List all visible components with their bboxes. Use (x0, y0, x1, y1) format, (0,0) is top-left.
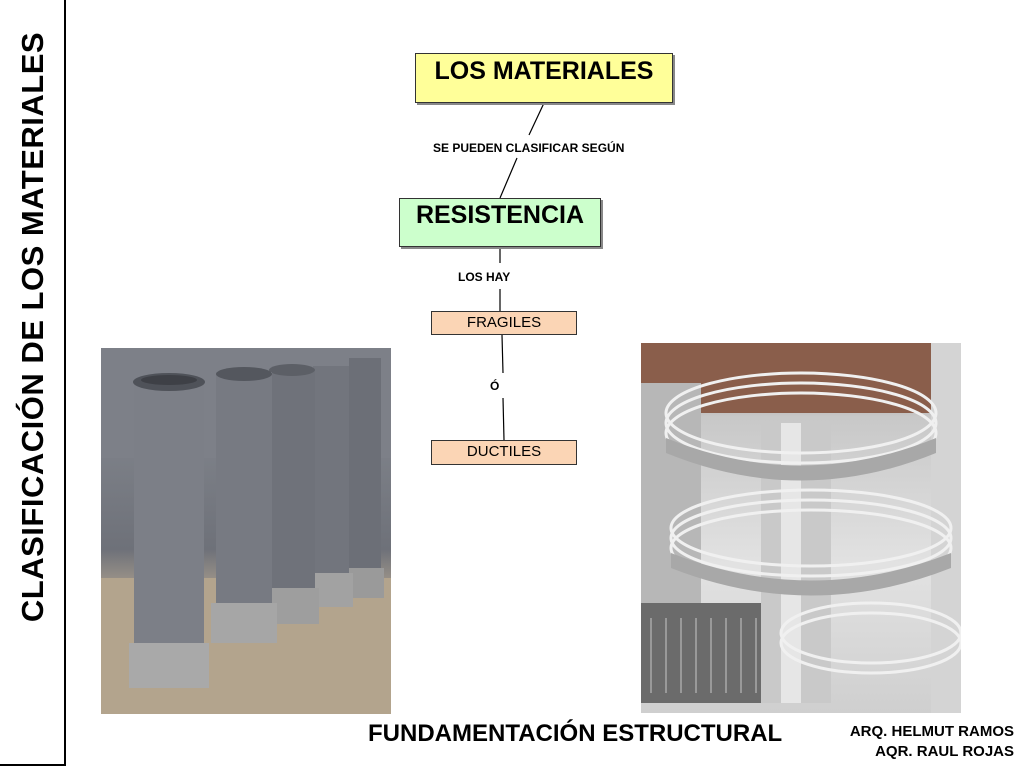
node-los-materiales: LOS MATERIALES (415, 53, 673, 103)
connector-root-to-label (528, 102, 545, 136)
link-label-los-hay: LOS HAY (458, 270, 511, 284)
author-1: ARQ. HELMUT RAMOS (849, 723, 1014, 740)
node-resistencia: RESISTENCIA (399, 198, 601, 247)
credits: ARQ. HELMUT RAMOS AQR. RAUL ROJAS (850, 722, 1014, 762)
connector-label-to-resistance (499, 157, 518, 199)
node-ductiles: DUCTILES (431, 440, 577, 465)
connector-o-to-ductiles (502, 397, 505, 441)
link-label-clasificar: SE PUEDEN CLASIFICAR SEGÚN (433, 141, 625, 155)
link-label-o: Ó (490, 379, 500, 393)
connector-fragiles-to-o (501, 334, 504, 374)
spiral-staircase-photo (641, 343, 961, 713)
author-2: AQR. RAUL ROJAS (875, 743, 1014, 760)
node-fragiles: FRAGILES (431, 311, 577, 335)
side-title-panel: CLASIFICACIÓN DE LOS MATERIALES (0, 0, 66, 766)
footer-title: FUNDAMENTACIÓN ESTRUCTURAL (368, 720, 783, 747)
concrete-pipes-photo (101, 348, 391, 714)
